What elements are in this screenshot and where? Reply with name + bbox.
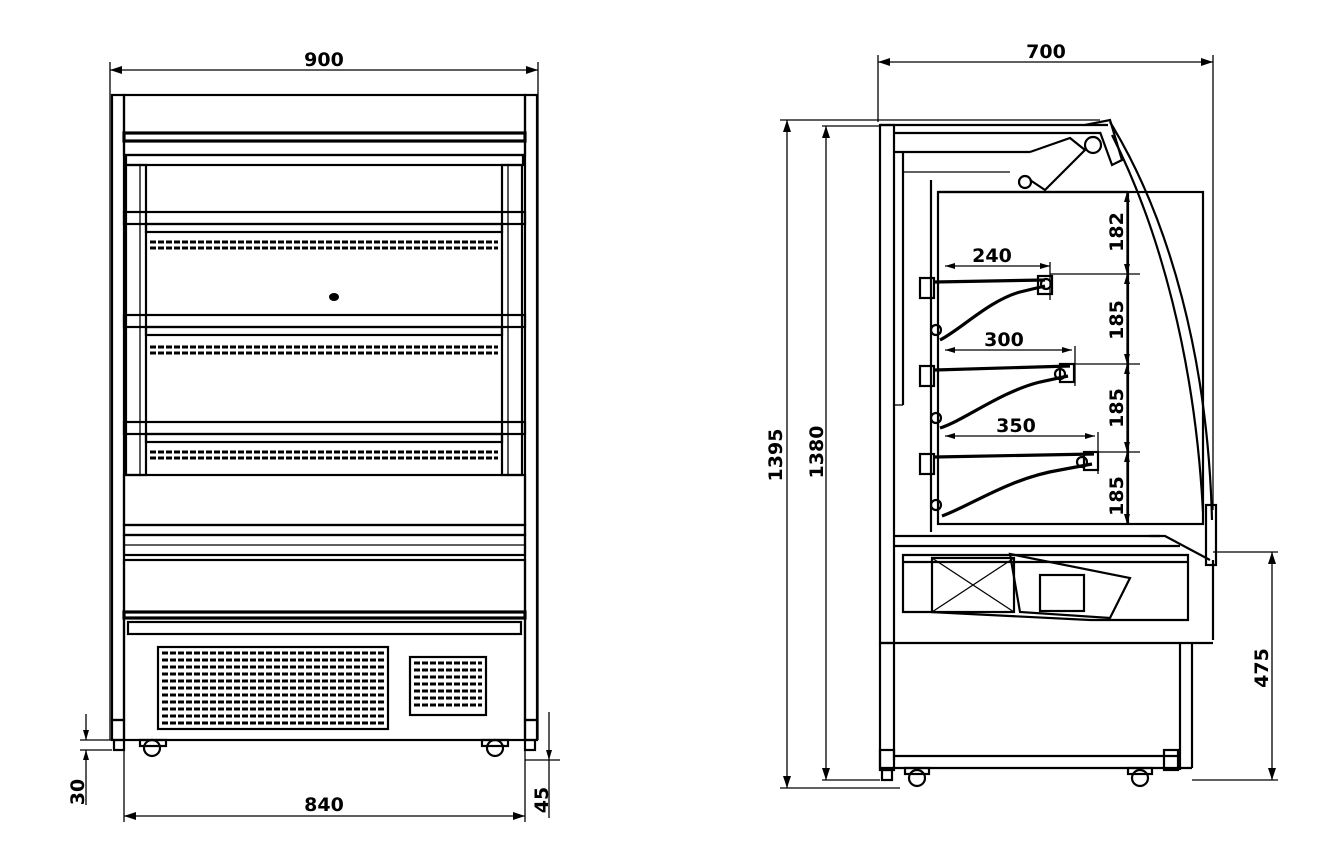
- base-width-label: 840: [304, 794, 344, 816]
- condenser-grille-large: [156, 645, 390, 731]
- dimension-base-width: 840: [123, 740, 526, 822]
- base-height-label: 475: [1251, 648, 1273, 688]
- shelf-3: 350: [918, 415, 1100, 518]
- side-view: 700 1395 1380: [765, 41, 1278, 789]
- shelf-depth-label-3: 350: [996, 415, 1036, 437]
- dimension-depth: 700: [877, 41, 1214, 510]
- dimension-foot-height: 30: [67, 714, 112, 805]
- dimension-inner-height: 1380: [806, 125, 880, 781]
- overall-height-label: 1395: [765, 429, 787, 482]
- shelf-spacing-label-1: 182: [1106, 212, 1128, 252]
- dimension-overall-width: 900: [109, 49, 539, 740]
- front-view: 900: [67, 49, 560, 822]
- shelf-depth-label-1: 240: [972, 245, 1012, 267]
- overall-width-label: 900: [304, 49, 344, 71]
- foot-height-label: 30: [67, 779, 89, 805]
- dimension-shelf-spacings: 182 185 185 185: [1050, 192, 1140, 525]
- condenser-grille-small: [408, 655, 488, 717]
- grille-large-slats: [162, 651, 384, 725]
- shelf-spacing-label-4: 185: [1106, 476, 1128, 516]
- shelf-spacing-label-2: 185: [1106, 300, 1128, 340]
- shelf-spacing-label-3: 185: [1106, 388, 1128, 428]
- shelf-depth-label-2: 300: [984, 329, 1024, 351]
- grille-small-slats: [414, 661, 482, 707]
- dimension-base-height: 475: [1192, 551, 1278, 781]
- inner-height-label: 1380: [806, 426, 828, 479]
- depth-label: 700: [1026, 41, 1066, 63]
- dimension-wheel-height: 45: [525, 712, 560, 818]
- dimension-overall-height: 1395: [765, 119, 1100, 789]
- shelf-1: 240: [918, 245, 1054, 342]
- wheel-height-label: 45: [531, 787, 553, 813]
- shelf-2: 300: [918, 329, 1076, 430]
